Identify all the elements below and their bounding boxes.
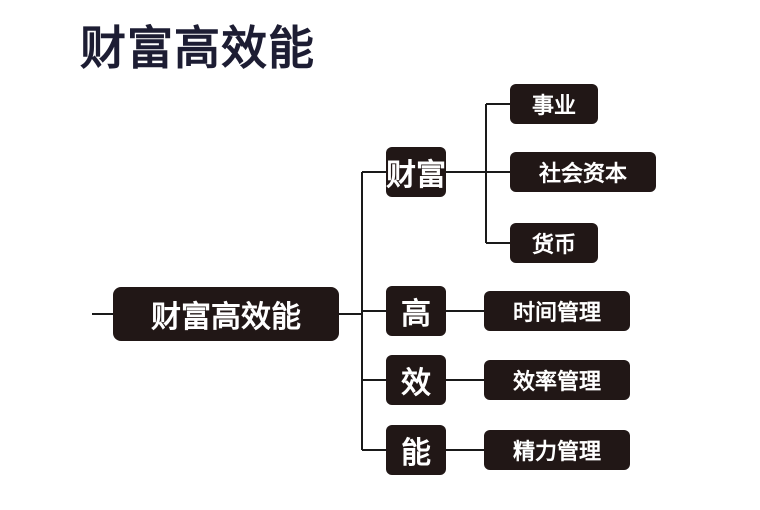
page-title: 财富高效能 [80, 21, 315, 75]
leaf-shijian-guanli: 时间管理 [484, 291, 630, 331]
leaf-shehui-ziben: 社会资本 [510, 152, 656, 192]
branch-xiao: 效 [386, 355, 446, 405]
leaf-huobi: 货币 [510, 223, 598, 263]
leaf-xiaolv-guanli: 效率管理 [484, 360, 630, 400]
leaf-jingli-guanli: 精力管理 [484, 430, 630, 470]
branch-caifu: 财富 [386, 147, 446, 197]
root-node: 财富高效能 [113, 287, 339, 341]
branch-gao: 高 [386, 286, 446, 336]
leaf-shiye: 事业 [510, 84, 598, 124]
branch-neng: 能 [386, 425, 446, 475]
